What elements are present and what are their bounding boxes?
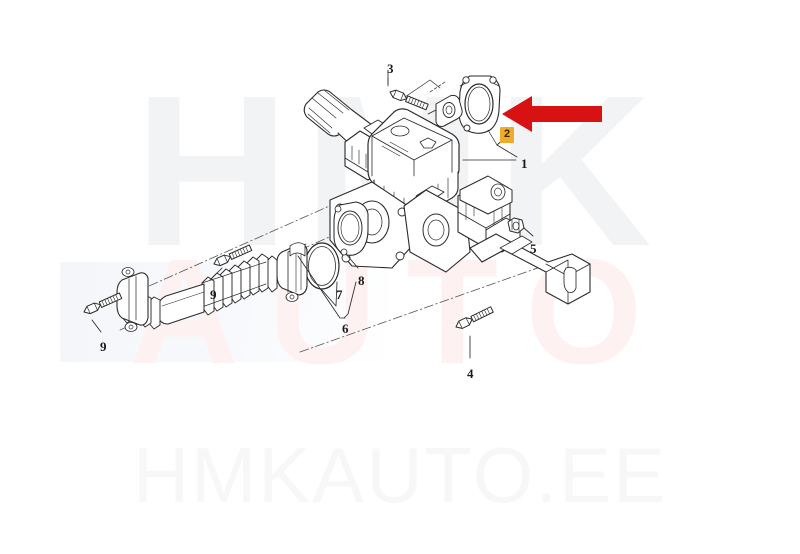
arrow-shape — [502, 96, 602, 132]
part-3-bolt — [388, 87, 430, 112]
callout-9-left: 9 — [100, 339, 107, 354]
part-5-nut — [507, 217, 525, 234]
callout-6: 6 — [342, 321, 349, 336]
part-9-bolt-left — [81, 291, 123, 317]
part-7-seal-ring — [304, 242, 340, 290]
callout-5: 5 — [530, 241, 537, 256]
callout-8: 8 — [358, 273, 365, 288]
callout-4: 4 — [467, 366, 474, 381]
part-8-flange-gasket — [333, 201, 369, 256]
egr-manifold-block — [329, 175, 591, 305]
callout-1: 1 — [521, 156, 528, 171]
red-pointer-arrow — [502, 96, 602, 132]
part-1-egr-valve-body — [303, 89, 463, 221]
callout-3: 3 — [387, 61, 394, 76]
part-2-gasket — [458, 75, 501, 134]
callout-7: 7 — [336, 287, 343, 302]
part-6-flexible-pipe — [116, 242, 308, 332]
callout-9-right: 9 — [210, 287, 217, 302]
callout-2-highlighted: 2 — [500, 127, 515, 143]
part-4-bolt — [453, 305, 495, 332]
